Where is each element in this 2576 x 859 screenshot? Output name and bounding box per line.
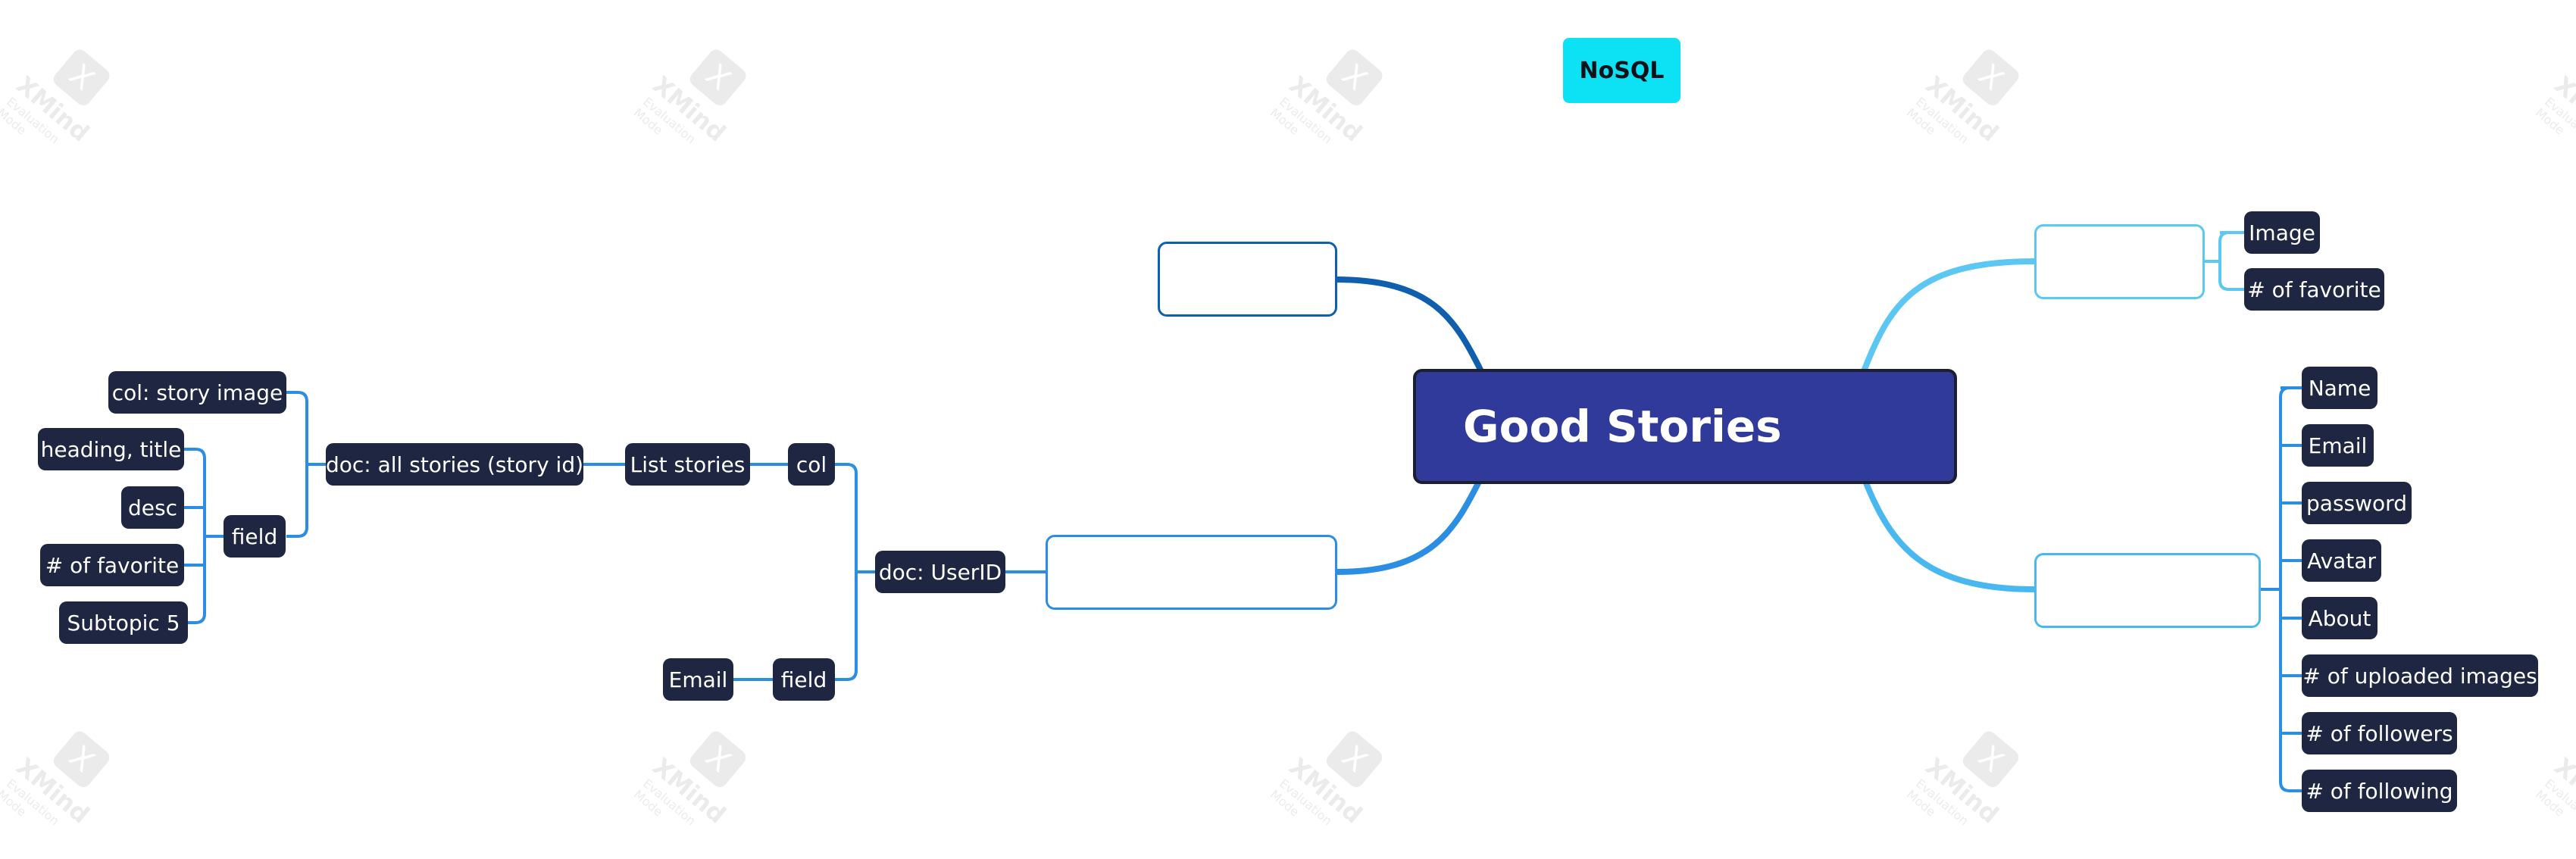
user-item-about[interactable]: About xyxy=(2302,597,2377,639)
connector-central-image xyxy=(1861,258,2035,373)
story-field-heading[interactable]: heading, title xyxy=(38,428,184,470)
connector-central-db xyxy=(1336,476,1484,575)
connector-left-structure xyxy=(184,391,1046,681)
field-story-node[interactable]: field xyxy=(224,515,286,558)
user-field-email[interactable]: Email xyxy=(663,658,733,701)
branch-image[interactable] xyxy=(2034,224,2205,299)
image-item-favorite[interactable]: # of favorite xyxy=(2244,268,2384,311)
user-item-password[interactable]: password xyxy=(2302,482,2412,524)
user-item-email[interactable]: Email xyxy=(2302,424,2374,467)
story-field-desc[interactable]: desc xyxy=(121,486,184,529)
list-stories-node[interactable]: List stories xyxy=(625,443,750,486)
user-item-following[interactable]: # of following xyxy=(2302,770,2457,812)
connector-user-leaves xyxy=(2261,386,2302,792)
connector-central-top-left xyxy=(1336,276,1484,373)
col-story-image-node[interactable]: col: story image xyxy=(108,371,286,414)
user-item-avatar[interactable]: Avatar xyxy=(2302,539,2381,582)
connector-central-user xyxy=(1861,476,2035,592)
col-node[interactable]: col xyxy=(788,443,835,486)
user-item-name[interactable]: Name xyxy=(2302,367,2377,409)
field-user-node[interactable]: field xyxy=(773,658,835,701)
user-item-followers[interactable]: # of followers xyxy=(2302,712,2457,754)
doc-all-stories-node[interactable]: doc: all stories (story id) xyxy=(326,443,583,486)
connector-image-leaves xyxy=(2205,231,2244,291)
story-field-favorite[interactable]: # of favorite xyxy=(40,544,184,586)
user-item-uploaded[interactable]: # of uploaded images xyxy=(2302,654,2538,697)
central-topic[interactable]: Good Stories xyxy=(1413,369,1957,484)
story-field-subtopic[interactable]: Subtopic 5 xyxy=(59,601,188,644)
branch-user[interactable] xyxy=(2034,553,2261,628)
branch-db[interactable] xyxy=(1046,535,1337,610)
doc-userid-node[interactable]: doc: UserID xyxy=(875,551,1005,593)
image-item-image[interactable]: Image xyxy=(2244,211,2320,254)
branch-top-left[interactable] xyxy=(1158,242,1337,317)
nosql-tag[interactable]: NoSQL xyxy=(1563,38,1680,103)
